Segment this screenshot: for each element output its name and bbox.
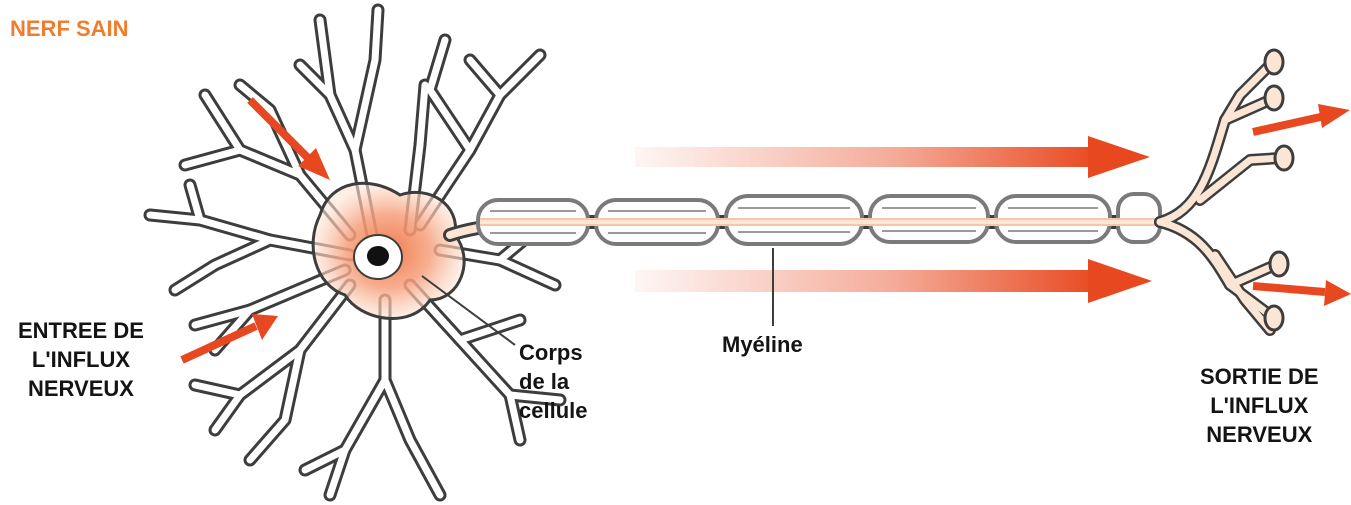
- diagram-title: NERF SAIN: [10, 16, 129, 42]
- input-label: ENTREE DE L'INFLUX NERVEUX: [18, 316, 144, 403]
- input-label-line: NERVEUX: [18, 374, 144, 403]
- output-label-line: SORTIE DE: [1200, 362, 1319, 391]
- cell-body-label-line: Corps: [519, 338, 587, 367]
- nucleolus: [367, 246, 389, 266]
- axon-arrow-bottom: [635, 259, 1152, 303]
- output-label-line: L'INFLUX: [1200, 391, 1319, 420]
- input-label-line: ENTREE DE: [18, 316, 144, 345]
- output-arrow-bottom: [1253, 280, 1351, 306]
- myelin-label: Myéline: [722, 330, 803, 359]
- cell-body-label-line: cellule: [519, 396, 587, 425]
- cell-body-label: Corps de la cellule: [519, 338, 587, 425]
- output-label-line: NERVEUX: [1200, 420, 1319, 449]
- input-label-line: L'INFLUX: [18, 345, 144, 374]
- axon-arrow-top: [635, 136, 1150, 178]
- cell-body-label-line: de la: [519, 367, 587, 396]
- output-label: SORTIE DE L'INFLUX NERVEUX: [1200, 362, 1319, 449]
